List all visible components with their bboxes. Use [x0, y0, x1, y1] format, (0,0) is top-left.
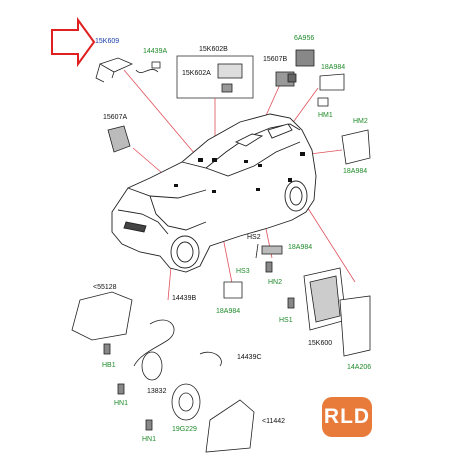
label-HN1-lower: HN1: [142, 436, 157, 443]
label-HM1: HM1: [318, 112, 333, 119]
label-15K602B: 15K602B: [199, 46, 228, 53]
label-19G229: 19G229: [172, 426, 197, 433]
component-sketches: [71, 49, 371, 453]
rld-logo: RLD: [322, 397, 372, 437]
label-HS1: HS1: [279, 317, 293, 324]
label-55128: <55128: [93, 284, 117, 291]
label-15K600: 15K600: [308, 340, 333, 347]
label-14A206: 14A206: [347, 364, 372, 371]
label-18A984-right: 18A984: [343, 168, 368, 175]
label-HB1: HB1: [102, 362, 116, 369]
label-15K609: 15K609: [95, 38, 120, 45]
label-18A984-lower: 18A984: [216, 308, 241, 315]
label-HS3: HS3: [236, 268, 250, 275]
label-15K602A: 15K602A: [182, 70, 211, 77]
label-6A956: 6A956: [294, 35, 315, 42]
rld-logo-text: RLD: [323, 405, 371, 428]
label-HN1-upper: HN1: [114, 400, 129, 407]
label-14439B: 14439B: [172, 295, 197, 302]
label-HN2: HN2: [268, 279, 283, 286]
pointer-arrow: [51, 16, 96, 68]
label-18A984-mid: 18A984: [288, 244, 313, 251]
label-14439A: 14439A: [143, 48, 168, 55]
label-HM2: HM2: [353, 118, 368, 125]
label-13832: 13832: [147, 388, 167, 395]
label-11442: <11442: [262, 418, 286, 425]
label-15607A: 15607A: [103, 114, 128, 121]
label-18A984-top: 18A984: [321, 64, 346, 71]
sensor-marks: [174, 152, 305, 193]
label-HS2: HS2: [247, 234, 261, 241]
label-14439C: 14439C: [237, 354, 262, 361]
label-15607B: 15607B: [263, 56, 288, 63]
